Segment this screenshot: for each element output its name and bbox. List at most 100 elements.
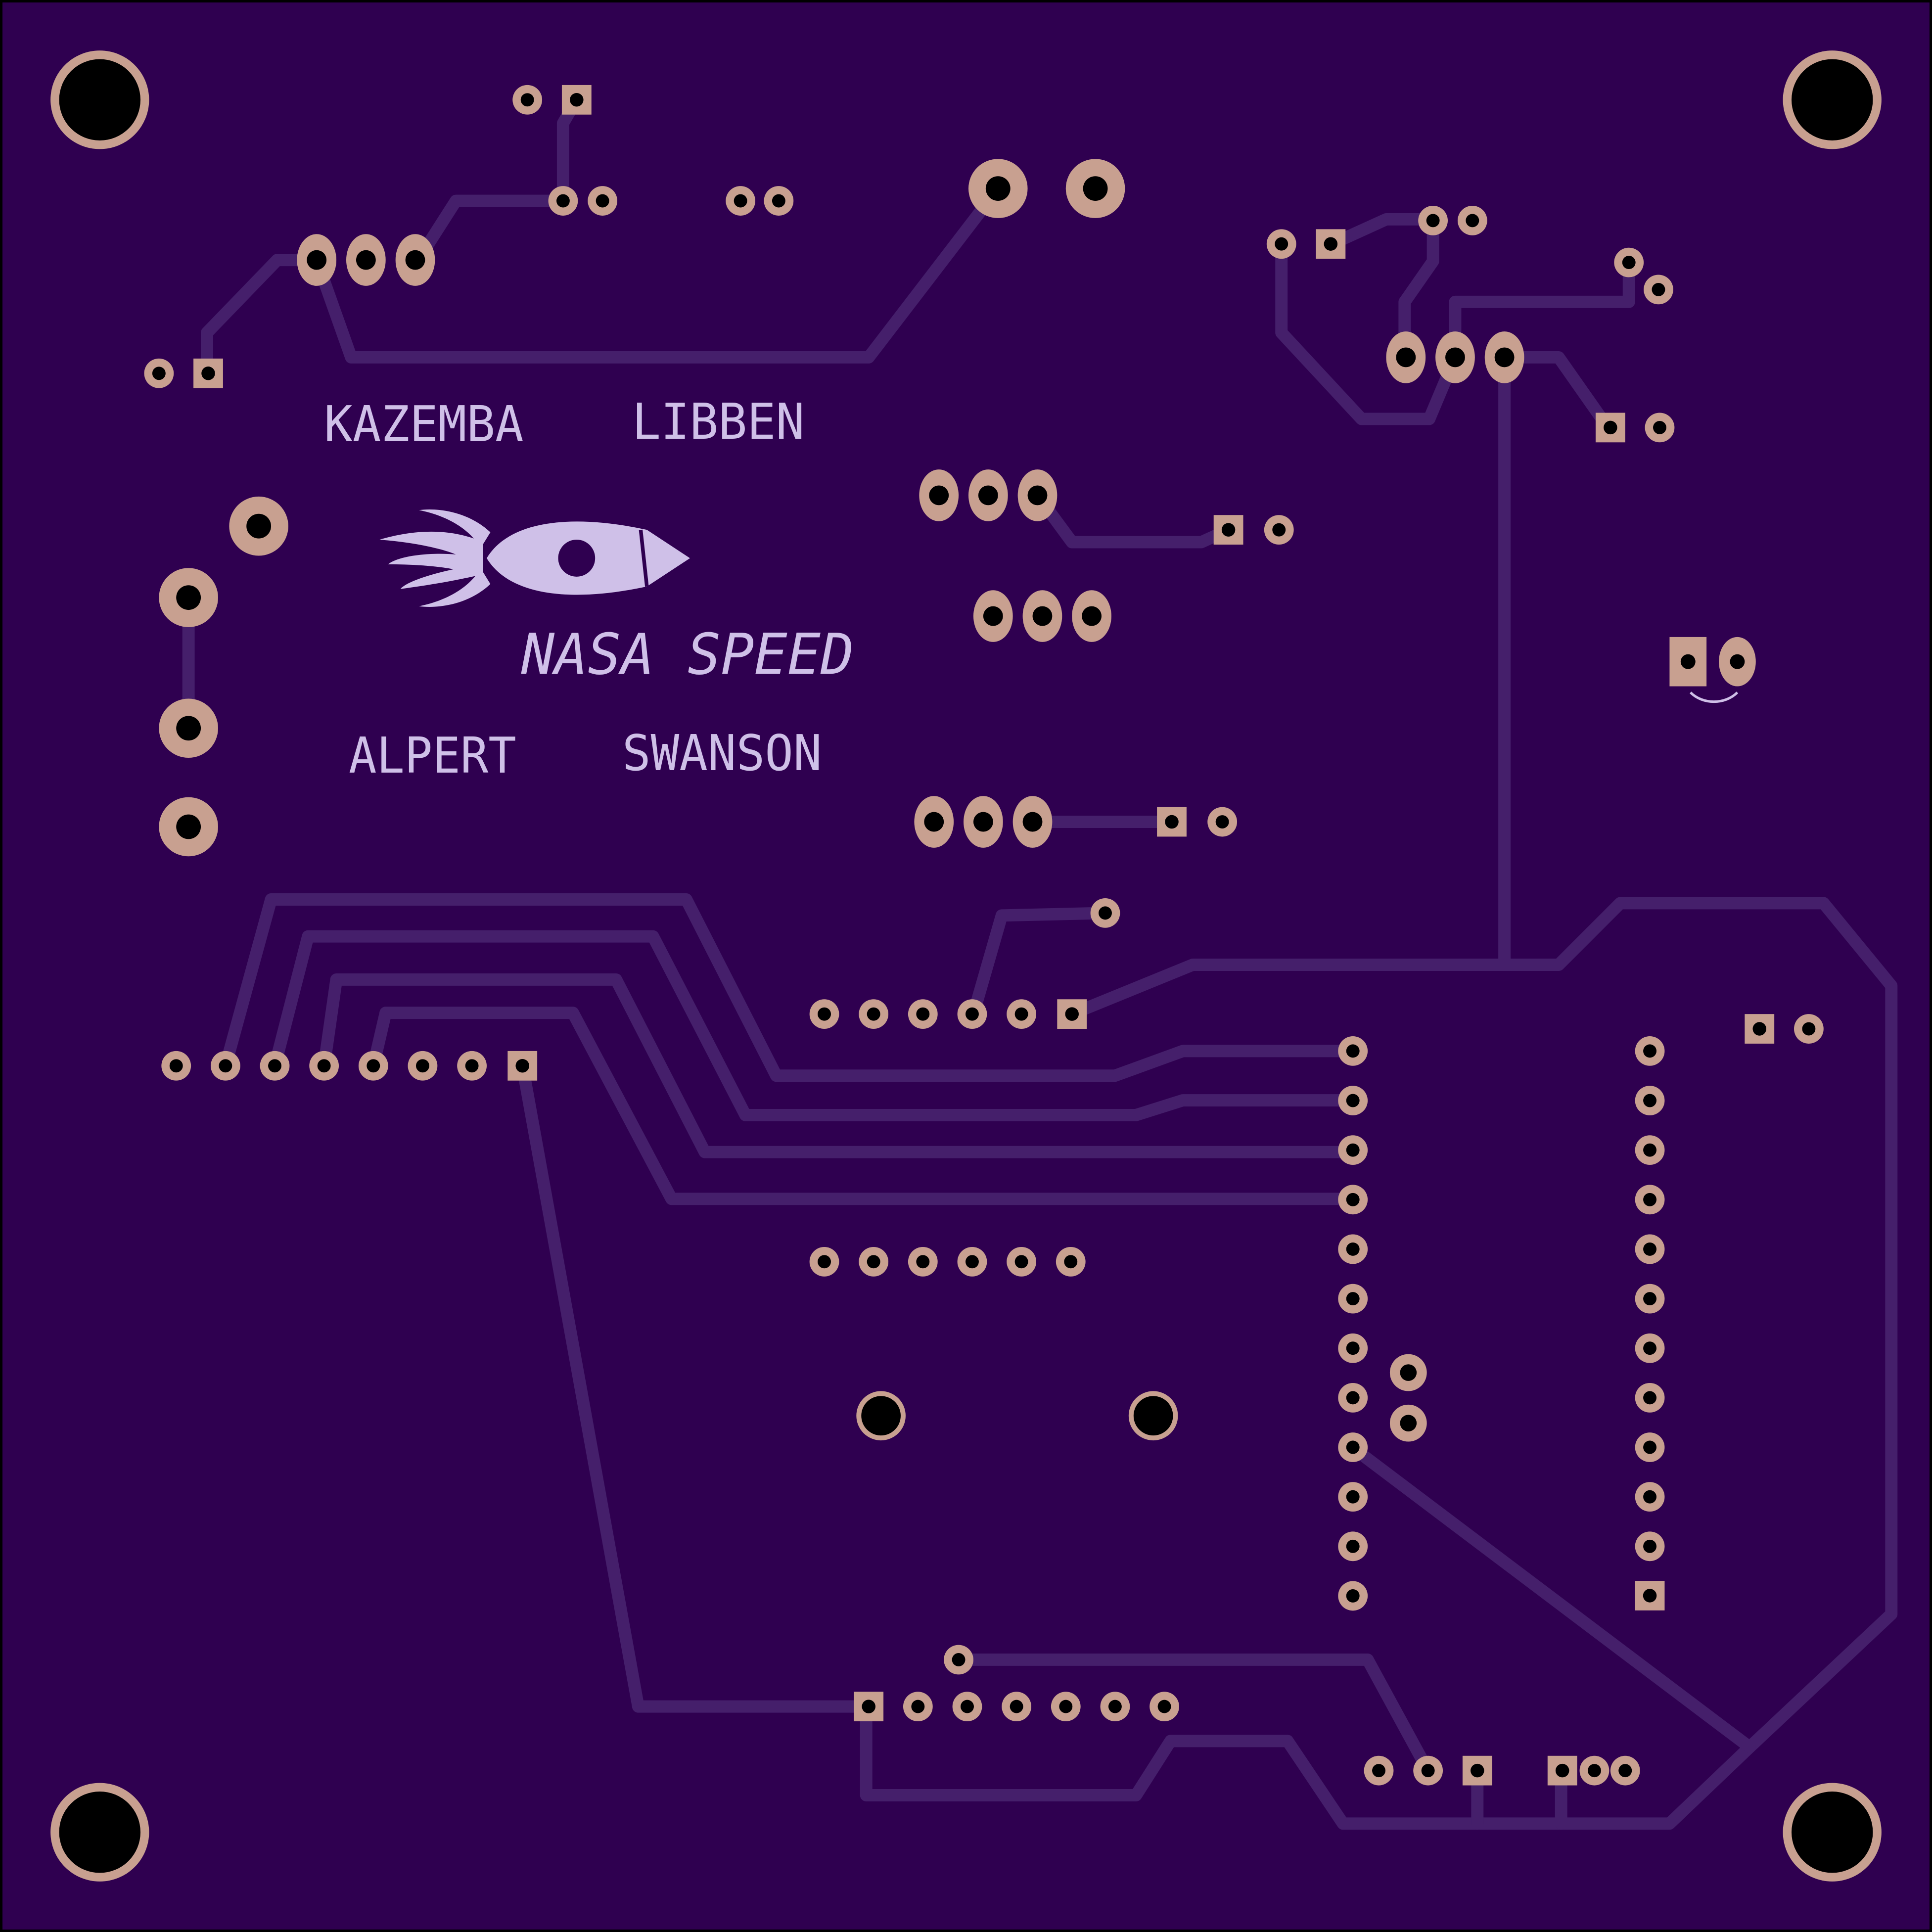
round-pad [1635,1432,1665,1462]
round-pad [908,1246,938,1277]
square-pad [1157,807,1187,837]
round-pad [1338,1135,1368,1165]
round-pad [1338,1482,1368,1512]
round-pad [1002,1692,1032,1722]
round-pad [1644,275,1673,305]
round-pad [1794,1014,1824,1044]
round-pad [1007,999,1036,1029]
polarized-pad-pair [1669,637,1756,687]
round-pad [144,358,174,388]
square-pad [1316,229,1346,259]
round-pad [952,1692,982,1722]
silkscreen-name-alpert: ALPERT [349,728,516,784]
square-pad [1462,1755,1492,1786]
silkscreen-name-kazemba: KAZEMBA [324,396,524,453]
round-pad [1338,1086,1368,1115]
round-pad [859,999,889,1029]
square-pad [854,1692,884,1722]
square-pad [193,358,223,388]
round-pad [957,999,987,1029]
round-pad [457,1051,487,1081]
round-pad [764,186,794,216]
round-pad [1579,1755,1610,1786]
round-pad [1645,413,1675,443]
round-pad [1056,1246,1086,1277]
round-pad [1338,1036,1368,1066]
square-pad [1057,999,1087,1029]
round-pad [1614,247,1644,277]
round-pad [726,186,756,216]
round-pad [1207,807,1238,837]
round-pad [944,1645,973,1675]
round-pad [1090,898,1120,928]
round-pad [1635,1185,1665,1215]
round-pad [903,1692,933,1722]
round-pad [1338,1382,1368,1413]
round-pad [1635,1036,1665,1066]
round-pad [1338,1284,1368,1314]
to220-footprint [297,234,435,286]
square-pad [1745,1014,1775,1044]
round-pad [809,1246,839,1277]
square-pad [1635,1581,1665,1610]
round-pad [1338,1581,1368,1611]
round-pad [512,85,543,115]
round-pad [1338,1432,1368,1462]
round-pad [1051,1692,1081,1722]
round-pad [1150,1692,1179,1722]
round-pad [588,186,618,216]
round-pad [1457,206,1487,235]
round-pad [859,1246,889,1277]
round-pad [548,186,578,216]
round-pad [1264,515,1294,545]
round-pad [1364,1755,1394,1786]
round-pad [1413,1755,1443,1786]
round-pad [1007,1246,1036,1277]
round-pad [260,1051,290,1081]
smiley-icon [1689,691,1739,703]
round-pad [1635,1333,1665,1363]
transistor-footprints [297,234,1524,848]
round-pad [1338,1234,1368,1264]
round-pad [358,1051,388,1081]
square-pad [1213,515,1243,545]
to220-footprint [1386,331,1524,383]
rocket-icon [379,509,690,607]
silkscreen-logo-text: NASA SPEED [521,622,854,688]
round-pad [309,1051,339,1081]
mounting-holes [50,50,1882,1882]
round-pad [1338,1333,1368,1363]
silkscreen-name-swanson: SWANSON [622,725,822,782]
round-pad [1610,1755,1640,1786]
round-pad [957,1246,987,1277]
round-pad [1100,1692,1130,1722]
square-pad [507,1051,538,1081]
round-pad [1266,229,1296,259]
round-pad [1389,1354,1427,1391]
round-pad [1338,1185,1368,1215]
square-pad [1547,1755,1577,1786]
round-pad [408,1051,438,1081]
to220-footprint [914,796,1053,848]
round-pad [1635,1234,1665,1264]
round-pad [1635,1382,1665,1413]
silkscreen-name-libben: LIBBEN [632,394,805,451]
round-pad [1635,1086,1665,1115]
copper-traces [182,93,1898,1830]
square-pad [1595,413,1625,443]
round-pad [1635,1531,1665,1562]
square-pad [561,85,592,115]
round-pad [1338,1531,1368,1562]
round-pad [210,1051,240,1081]
to220-footprint [919,469,1058,521]
round-pad [908,999,938,1029]
round-pad [809,999,839,1029]
to220-footprint [973,590,1111,642]
round-pad [1635,1135,1665,1165]
round-pad [1635,1284,1665,1314]
large-pads [159,159,1125,857]
round-pad [1635,1482,1665,1512]
round-pad [1389,1404,1427,1442]
small-pads [144,85,1824,1786]
